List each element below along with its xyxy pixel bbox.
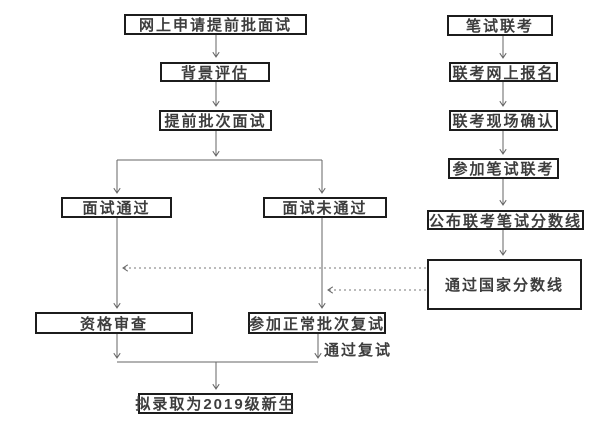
node-pass-national: 通过国家分数线 [427,259,582,310]
node-exam-register: 联考网上报名 [449,62,558,82]
node-take-exam: 参加笔试联考 [448,158,559,179]
node-background-eval: 背景评估 [160,62,270,82]
node-exam-confirm: 联考现场确认 [449,110,558,131]
node-early-interview: 提前批次面试 [159,110,272,131]
node-written-exam: 笔试联考 [447,15,553,36]
node-interview-pass: 面试通过 [61,197,172,218]
node-admitted: 拟录取为2019级新生 [135,393,294,414]
node-announce-score: 公布联考笔试分数线 [427,210,584,230]
node-qualification: 资格审查 [35,312,193,334]
edge-label-pass-retest: 通过复试 [324,342,393,359]
node-normal-retest: 参加正常批次复试 [248,312,386,334]
node-apply-online: 网上申请提前批面试 [124,14,307,35]
node-interview-fail: 面试未通过 [263,197,387,218]
